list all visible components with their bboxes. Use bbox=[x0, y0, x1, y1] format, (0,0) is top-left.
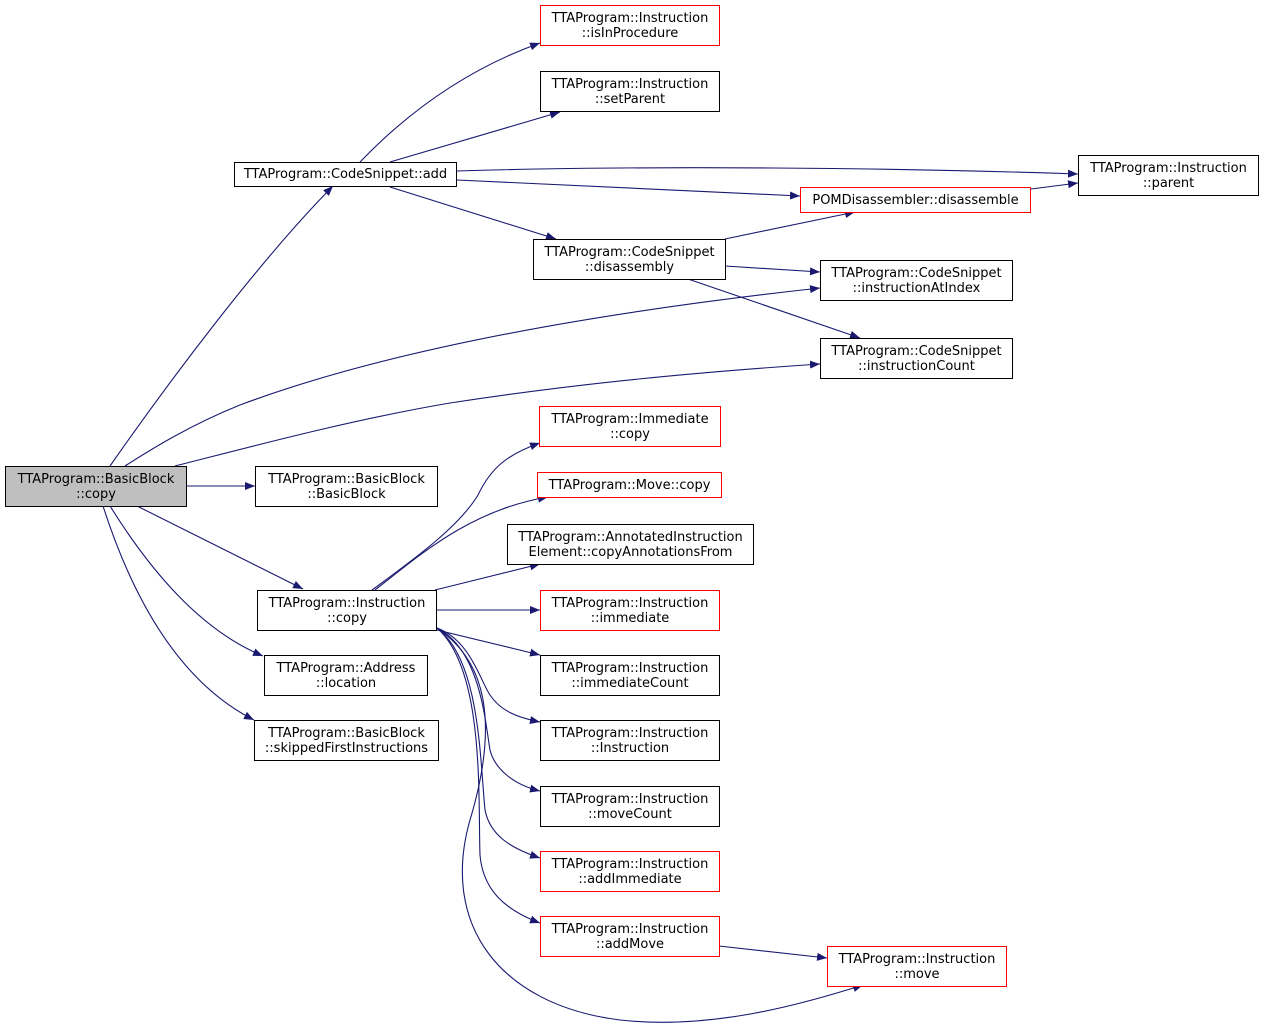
node-instruction-immediate-count[interactable]: TTAProgram::Instruction ::immediateCount bbox=[540, 655, 720, 696]
node-label-line-2: ::copy bbox=[610, 426, 650, 442]
edge-instruction-copy-to-instruction-ctor bbox=[436, 627, 541, 724]
node-label-line-1: TTAProgram::Instruction bbox=[1090, 160, 1247, 176]
node-label-line-1: TTAProgram::Instruction bbox=[551, 921, 709, 937]
node-label-line-2: ::immediateCount bbox=[571, 675, 689, 691]
node-label-line-1: TTAProgram::Instruction bbox=[551, 856, 709, 872]
node-label-line-1: TTAProgram::Address bbox=[276, 660, 416, 676]
node-label-line-2: ::isInProcedure bbox=[581, 25, 679, 41]
node-label-line-1: TTAProgram::Instruction bbox=[838, 951, 996, 967]
edge-instruction-copy-to-move-count bbox=[436, 627, 541, 793]
edge-cs-add-to-cs-disassembly bbox=[389, 186, 557, 240]
node-pom-disassembler-disassemble[interactable]: POMDisassembler::disassemble bbox=[800, 187, 1031, 213]
edge-disassembly-to-instruction-at-index bbox=[724, 265, 821, 276]
edge-cs-add-to-instruction-parent bbox=[456, 167, 1079, 178]
edge-add-move-to-instruction-move bbox=[718, 945, 828, 961]
node-label-line-2: ::instructionAtIndex bbox=[852, 280, 981, 296]
node-label-line-1: TTAProgram::CodeSnippet bbox=[831, 265, 1002, 281]
node-basic-block-skipped-first-instructions[interactable]: TTAProgram::BasicBlock ::skippedFirstIns… bbox=[254, 720, 439, 761]
node-label-line-2: ::addImmediate bbox=[578, 871, 682, 887]
edge-instruction-copy-to-add-immediate bbox=[436, 627, 541, 859]
edge-instruction-copy-to-copy-annotations bbox=[434, 562, 541, 591]
node-label-line-2: ::disassembly bbox=[584, 259, 675, 275]
node-label-line-1: TTAProgram::Move::copy bbox=[548, 477, 711, 493]
node-instruction-immediate[interactable]: TTAProgram::Instruction ::immediate bbox=[540, 590, 720, 631]
node-label-line-2: ::copy bbox=[327, 610, 367, 626]
edge-bb-copy-to-address-location bbox=[109, 505, 264, 657]
edge-instruction-copy-to-immediate-count bbox=[436, 629, 541, 657]
node-label-line-1: TTAProgram::CodeSnippet bbox=[544, 244, 715, 260]
node-instruction-move[interactable]: TTAProgram::Instruction ::move bbox=[827, 946, 1007, 987]
node-move-copy[interactable]: TTAProgram::Move::copy bbox=[537, 472, 722, 498]
node-label-line-2: ::BasicBlock bbox=[307, 486, 386, 502]
node-annotated-instruction-element-copy-annotations-from[interactable]: TTAProgram::AnnotatedInstruction Element… bbox=[507, 524, 754, 565]
edge-instruction-copy-to-move-copy bbox=[374, 494, 549, 591]
node-label-line-2: ::skippedFirstInstructions bbox=[264, 740, 429, 756]
node-label-line-2: ::location bbox=[315, 675, 377, 691]
node-label-line-1: TTAProgram::Instruction bbox=[551, 725, 709, 741]
node-label-line-2: ::copy bbox=[76, 486, 116, 502]
node-basic-block-copy[interactable]: TTAProgram::BasicBlock ::copy bbox=[5, 466, 187, 507]
node-basic-block-constructor[interactable]: TTAProgram::BasicBlock ::BasicBlock bbox=[255, 466, 438, 507]
node-label-line-1: TTAProgram::Instruction bbox=[268, 595, 426, 611]
node-immediate-copy[interactable]: TTAProgram::Immediate ::copy bbox=[539, 406, 721, 447]
node-label-line-1: TTAProgram::BasicBlock bbox=[17, 471, 175, 487]
edge-bb-copy-to-cs-instruction-count bbox=[174, 360, 821, 467]
node-label-line-1: TTAProgram::Instruction bbox=[551, 791, 709, 807]
node-label-line-1: TTAProgram::BasicBlock bbox=[268, 725, 425, 741]
node-instruction-copy[interactable]: TTAProgram::Instruction ::copy bbox=[257, 590, 437, 631]
edge-cs-add-to-pom-disassemble bbox=[456, 179, 801, 200]
edge-instruction-copy-to-add-move bbox=[436, 627, 541, 924]
node-instruction-add-move[interactable]: TTAProgram::Instruction ::addMove bbox=[540, 916, 720, 957]
node-label-line-1: TTAProgram::Instruction bbox=[551, 76, 709, 92]
node-instruction-is-in-procedure[interactable]: TTAProgram::Instruction ::isInProcedure bbox=[540, 5, 720, 46]
edge-instruction-copy-to-instruction-move bbox=[436, 627, 864, 1023]
node-instruction-move-count[interactable]: TTAProgram::Instruction ::moveCount bbox=[540, 786, 720, 827]
node-code-snippet-instruction-count[interactable]: TTAProgram::CodeSnippet ::instructionCou… bbox=[820, 338, 1013, 379]
node-label-line-2: ::immediate bbox=[590, 610, 670, 626]
node-label-line-1: POMDisassembler::disassemble bbox=[812, 192, 1019, 208]
node-label-line-1: TTAProgram::CodeSnippet::add bbox=[243, 167, 448, 182]
node-label-line-1: TTAProgram::Instruction bbox=[551, 595, 709, 611]
edge-bb-copy-to-instruction-copy bbox=[136, 505, 304, 590]
node-label-line-1: TTAProgram::Instruction bbox=[551, 10, 709, 26]
node-label-line-2: ::Instruction bbox=[590, 740, 670, 756]
edge-bb-copy-to-cs-add bbox=[109, 185, 334, 467]
node-instruction-constructor[interactable]: TTAProgram::Instruction ::Instruction bbox=[540, 720, 720, 761]
node-label-line-1: TTAProgram::AnnotatedInstruction bbox=[518, 529, 743, 545]
node-instruction-add-immediate[interactable]: TTAProgram::Instruction ::addImmediate bbox=[540, 851, 720, 892]
node-label-line-1: TTAProgram::Immediate bbox=[551, 411, 709, 427]
node-label-line-2: ::addMove bbox=[595, 936, 665, 952]
node-code-snippet-disassembly[interactable]: TTAProgram::CodeSnippet ::disassembly bbox=[533, 239, 726, 280]
edge-bb-copy-to-bb-skipped bbox=[102, 505, 255, 721]
node-address-location[interactable]: TTAProgram::Address ::location bbox=[264, 655, 428, 696]
edge-disassembly-to-instruction-count bbox=[687, 278, 861, 339]
edge-cs-add-to-is-in-procedure bbox=[359, 42, 541, 163]
node-instruction-parent[interactable]: TTAProgram::Instruction ::parent bbox=[1078, 155, 1259, 196]
node-label-line-2: ::moveCount bbox=[588, 806, 672, 822]
edge-instruction-copy-to-immediate-copy bbox=[371, 442, 541, 591]
node-code-snippet-instruction-at-index[interactable]: TTAProgram::CodeSnippet ::instructionAtI… bbox=[820, 260, 1013, 301]
node-instruction-set-parent[interactable]: TTAProgram::Instruction ::setParent bbox=[540, 71, 720, 112]
node-label-line-2: ::setParent bbox=[594, 91, 666, 107]
edge-pom-disassemble-to-instruction-parent bbox=[1030, 180, 1079, 190]
node-label-line-1: TTAProgram::CodeSnippet bbox=[831, 343, 1002, 359]
edge-bb-copy-to-cs-instruction-at-index bbox=[124, 285, 821, 467]
edge-cs-add-to-set-parent bbox=[389, 110, 561, 163]
node-label-line-2: ::move bbox=[894, 966, 940, 982]
node-label-line-2: ::parent bbox=[1142, 175, 1195, 191]
edge-disassembly-to-pom-disassemble bbox=[724, 210, 856, 240]
node-label-line-2: ::instructionCount bbox=[858, 358, 975, 374]
node-code-snippet-add[interactable]: TTAProgram::CodeSnippet::add bbox=[234, 162, 457, 187]
node-label-line-1: TTAProgram::Instruction bbox=[551, 660, 709, 676]
node-label-line-1: TTAProgram::BasicBlock bbox=[268, 471, 425, 487]
node-label-line-2: Element::copyAnnotationsFrom bbox=[528, 544, 733, 560]
